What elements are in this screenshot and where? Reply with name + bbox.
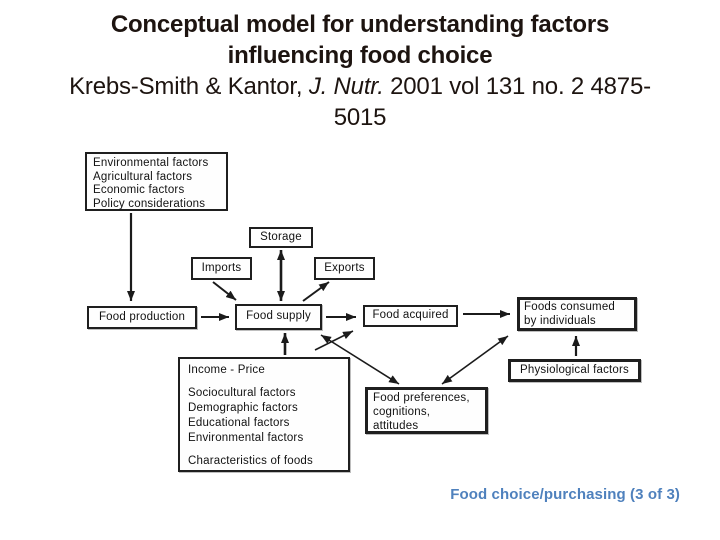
box-food-production: Food production [87, 306, 197, 329]
box-foods-consumed: Foods consumed by individuals [517, 297, 637, 331]
box-line: Foods consumed [524, 301, 616, 313]
box-determinants: Income - Price Sociocultural factors Dem… [178, 357, 350, 472]
footer-label: Food choice/purchasing (3 of 3) [450, 486, 680, 503]
box-exports: Exports [314, 257, 375, 280]
box-imports: Imports [191, 257, 252, 280]
arrow-determinants-to-food_acquired [314, 330, 354, 351]
box-food-supply: Food supply [235, 304, 322, 330]
box-line: by individuals [524, 314, 596, 327]
citation-prefix: Krebs-Smith & Kantor, [69, 73, 309, 100]
box-food-acquired: Food acquired [363, 305, 458, 327]
box-line: Sociocultural factors [188, 387, 296, 399]
box-line: Environmental factors [188, 432, 304, 444]
box-line: Income - Price [188, 364, 265, 376]
box-line: Environmental factors [93, 157, 209, 169]
box-line: Economic factors [93, 184, 185, 196]
citation-suffix: 2001 vol 131 no. 2 4875- [383, 73, 651, 100]
box-line: Policy considerations [93, 197, 206, 210]
page-title-line2: influencing food choice [227, 42, 493, 69]
citation-journal: J. Nutr. [308, 73, 384, 100]
box-environmental-factors: Environmental factors Agricultural facto… [85, 152, 228, 211]
box-food-preferences: Food preferences, cognitions, attitudes [365, 387, 488, 434]
title-block: Conceptual model for understanding facto… [0, 9, 720, 133]
box-line: Characteristics of foods [188, 455, 313, 467]
box-line: Demographic factors [188, 402, 298, 414]
arrow-food_supply-to-exports [302, 281, 330, 302]
arrow-imports-to-food_supply [212, 281, 237, 301]
page-title-line1: Conceptual model for understanding facto… [110, 11, 610, 38]
box-line: cognitions, [373, 405, 431, 418]
box-storage: Storage [249, 227, 313, 248]
box-physiological-factors: Physiological factors [508, 359, 641, 382]
box-line: Agricultural factors [93, 170, 193, 183]
citation-line: Krebs-Smith & Kantor, J. Nutr. 2001 vol … [0, 71, 720, 102]
box-line: Food preferences, [373, 392, 470, 404]
arrow-food_preferences-to-foods_consumed [441, 335, 509, 385]
box-line: attitudes [373, 419, 419, 432]
citation-line2: 5015 [333, 104, 387, 131]
box-line: Educational factors [188, 417, 290, 429]
